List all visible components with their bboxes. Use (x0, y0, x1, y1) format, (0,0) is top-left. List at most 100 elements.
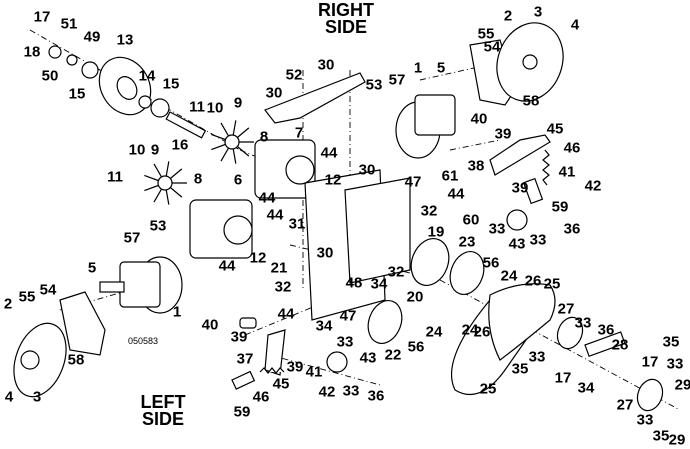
callout-label-10: 10 (128, 141, 146, 159)
pulley-22 (367, 300, 403, 344)
callout-label-37: 37 (236, 350, 254, 368)
callout-label-15: 15 (162, 75, 180, 93)
callout-label-25: 25 (479, 380, 497, 398)
right-side-heading-line2: SIDE (324, 17, 367, 37)
drive-belt-inner (488, 283, 556, 361)
callout-label-51: 51 (60, 15, 78, 33)
callout-label-47: 47 (404, 173, 422, 191)
bearing-0 (81, 61, 99, 79)
callout-label-4: 4 (4, 388, 14, 406)
callout-label-45: 45 (546, 120, 564, 138)
callout-label-25: 25 (543, 275, 561, 293)
callout-label-36: 36 (597, 321, 615, 339)
callout-label-6: 6 (233, 171, 243, 189)
callout-label-15: 15 (68, 85, 86, 103)
callout-label-2: 2 (503, 7, 513, 25)
bearing-3 (66, 54, 78, 66)
callout-label-12: 12 (324, 171, 342, 189)
plate-27-lower (636, 378, 664, 412)
idler-bracket (584, 331, 626, 358)
plate-27-upper (556, 316, 584, 350)
callout-label-24: 24 (425, 323, 443, 341)
callout-label-17: 17 (33, 8, 51, 26)
callout-label-19: 19 (427, 223, 445, 241)
left-side-heading-line2: SIDE (141, 409, 184, 429)
callout-label-14: 14 (138, 67, 156, 85)
pivot-bolt-left (239, 317, 257, 329)
callout-label-38: 38 (467, 157, 485, 175)
callout-label-54: 54 (39, 281, 57, 299)
callout-label-43: 43 (508, 235, 526, 253)
callout-label-3: 3 (32, 388, 42, 406)
callout-label-56: 56 (407, 338, 425, 356)
callout-label-29: 29 (674, 376, 690, 394)
callout-label-35: 35 (652, 427, 670, 445)
callout-label-42: 42 (584, 177, 602, 195)
callout-label-44: 44 (258, 189, 276, 207)
callout-label-50: 50 (41, 67, 59, 85)
callout-label-11: 11 (107, 168, 123, 186)
idler-pulley-right (506, 209, 528, 231)
callout-label-40: 40 (201, 316, 219, 334)
pump-shield (264, 72, 366, 124)
pulley-19 (410, 238, 450, 286)
callout-label-34: 34 (315, 317, 333, 335)
motor-left-shaft (99, 281, 125, 293)
fan-upper-hub (224, 134, 240, 150)
callout-label-13: 13 (116, 31, 134, 49)
idler-arm-left (264, 329, 286, 376)
callout-label-24: 24 (461, 321, 479, 339)
callout-label-44: 44 (277, 305, 295, 323)
callout-label-9: 9 (233, 94, 243, 112)
callout-label-22: 22 (384, 346, 402, 364)
callout-label-3: 3 (533, 3, 543, 21)
callout-label-30: 30 (317, 56, 335, 74)
callout-label-46: 46 (563, 139, 581, 157)
wheel-hub-left-center (20, 350, 40, 370)
callout-label-36: 36 (367, 387, 385, 405)
callout-label-55: 55 (18, 288, 36, 306)
callout-label-35: 35 (662, 333, 680, 351)
callout-label-56: 56 (482, 254, 500, 272)
pump-upper-face (285, 155, 315, 185)
callout-label-58: 58 (522, 92, 540, 110)
idler-pulley-left (326, 351, 348, 373)
callout-label-34: 34 (370, 275, 388, 293)
callout-label-1: 1 (413, 59, 423, 77)
callout-label-5: 5 (436, 59, 446, 77)
callout-label-29: 29 (668, 431, 686, 449)
hydraulic-motor-right-flange (414, 94, 456, 136)
callout-label-39: 39 (230, 328, 248, 346)
callout-label-34: 34 (577, 379, 595, 397)
figure-code: 050583 (128, 336, 159, 346)
left-side-heading: LEFT SIDE (140, 392, 186, 429)
callout-label-36: 36 (563, 220, 581, 238)
callout-label-41: 41 (305, 363, 323, 381)
callout-label-44: 44 (447, 185, 465, 203)
callout-label-10: 10 (206, 99, 224, 117)
callout-label-32: 32 (274, 278, 292, 296)
callout-label-42: 42 (318, 383, 336, 401)
callout-label-4: 4 (570, 16, 580, 34)
wheel-hub-right-center (522, 54, 538, 70)
fan-lower-hub (157, 175, 173, 191)
callout-label-45: 45 (272, 375, 290, 393)
callout-label-35: 35 (511, 360, 529, 378)
callout-label-1: 1 (172, 303, 182, 321)
idler-arm (489, 134, 551, 176)
callout-label-9: 9 (150, 141, 160, 159)
mounting-bracket (344, 177, 411, 284)
callout-label-44: 44 (218, 257, 236, 275)
right-side-heading-line1: RIGHT (318, 0, 374, 20)
callout-label-20: 20 (406, 288, 424, 306)
callout-label-49: 49 (83, 28, 101, 46)
left-side-heading-line1: LEFT (140, 392, 186, 412)
bearing-4 (138, 95, 152, 109)
idler-spring-left (259, 367, 285, 374)
callout-label-33: 33 (528, 348, 546, 366)
callout-label-59: 59 (233, 403, 251, 421)
callout-label-7: 7 (294, 124, 304, 142)
callout-label-61: 61 (441, 167, 459, 185)
callout-label-43: 43 (359, 349, 377, 367)
